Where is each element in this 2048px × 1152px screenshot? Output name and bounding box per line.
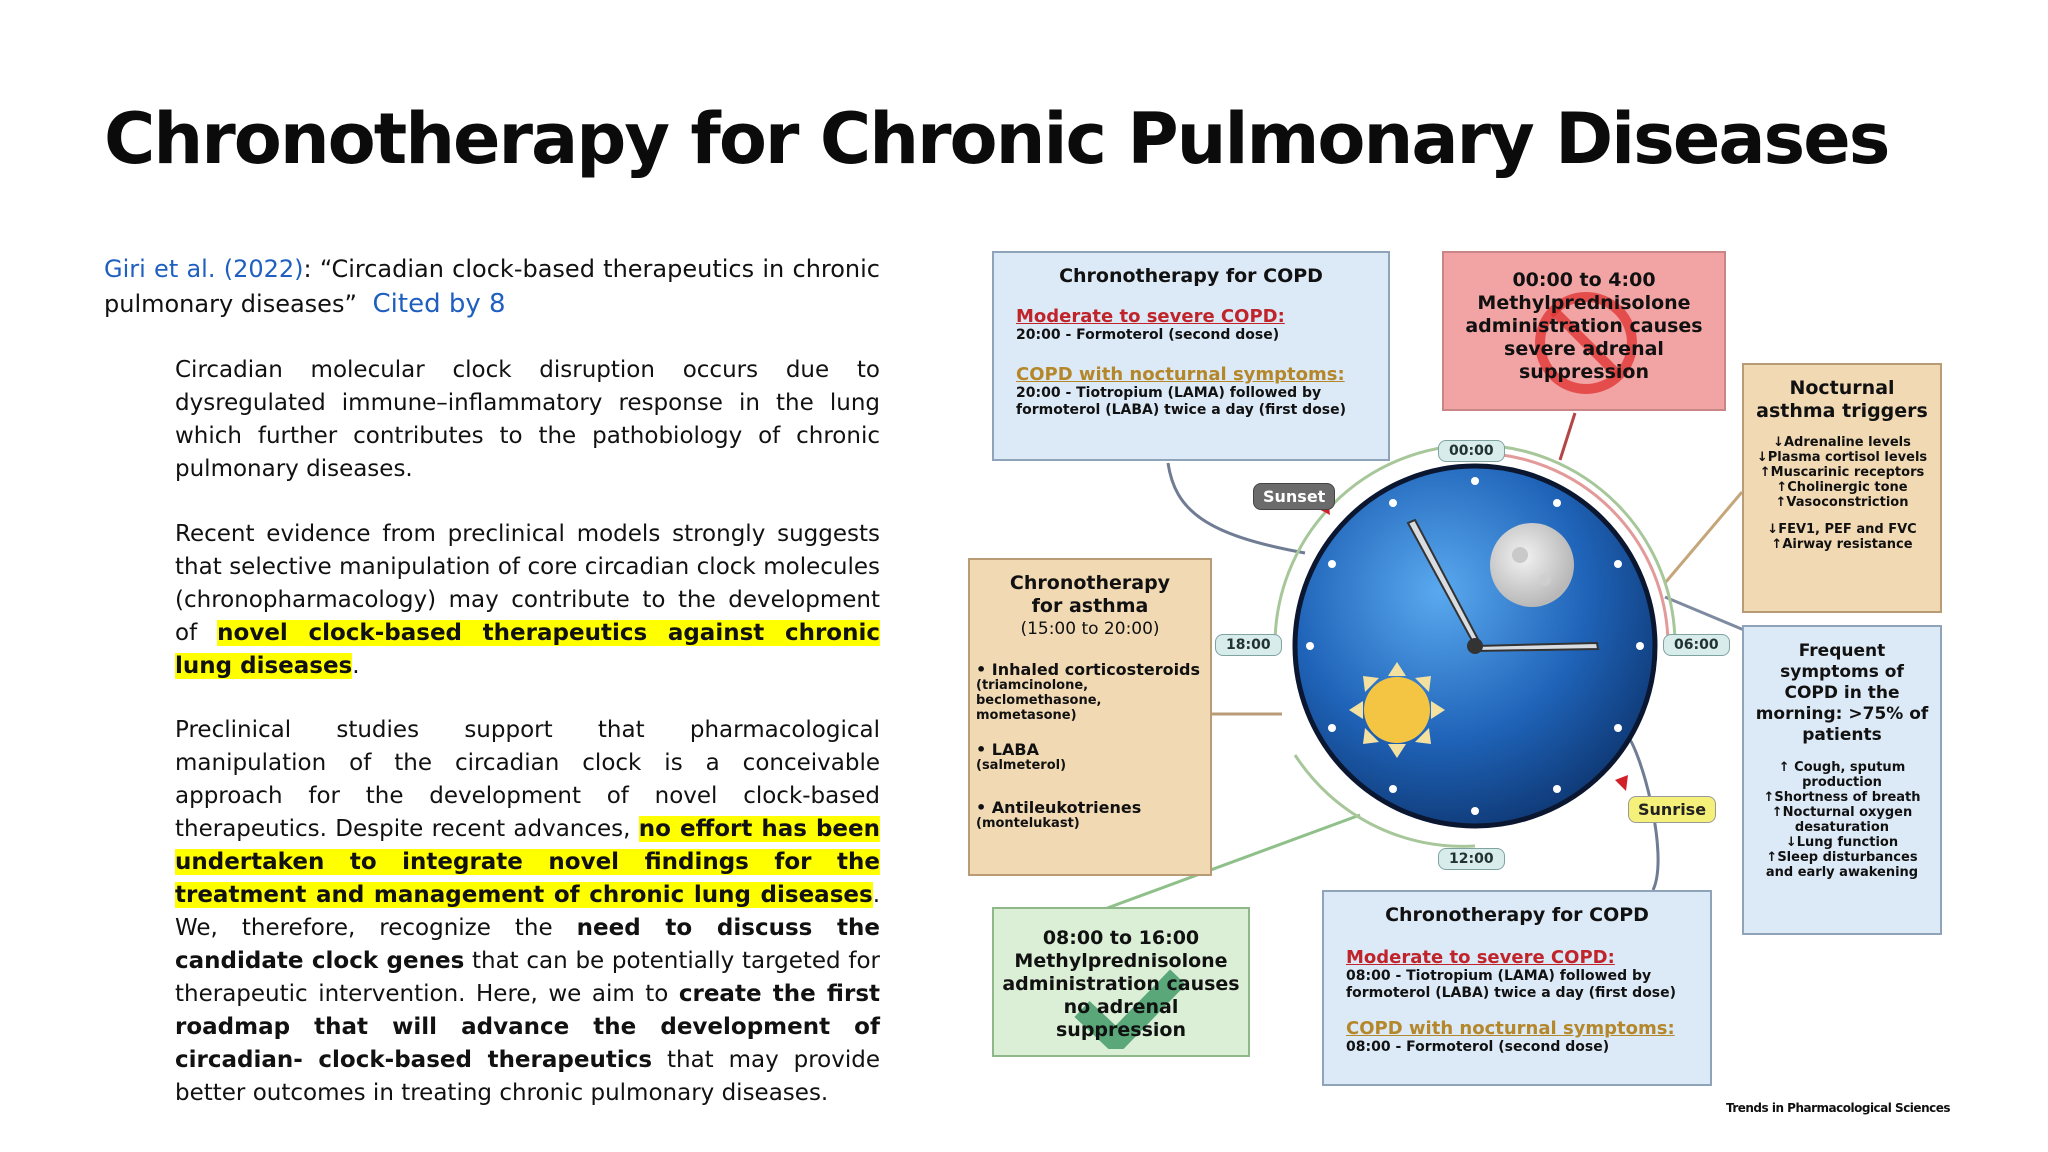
asthma-drug-3-detail: (montelukast) <box>976 816 1080 831</box>
slide-title: Chronotherapy for Chronic Pulmonary Dise… <box>104 98 1890 180</box>
chronotherapy-figure: 00:00 06:00 12:00 18:00 Sunset Sunrise C… <box>960 245 1951 1115</box>
copd-morning-line2: 08:00 - Formoterol (second dose) <box>1346 1039 1610 1055</box>
connector-triggers <box>1663 491 1744 584</box>
paragraph-3: Preclinical studies support that pharmac… <box>175 714 880 1110</box>
no-sign-icon <box>1535 292 1637 394</box>
connector-symptoms <box>1664 595 1745 632</box>
figure-credit: Trends in Pharmacological Sciences <box>1725 1101 1951 1115</box>
p2-text-c: . <box>352 653 360 679</box>
asthma-therapy-time: (15:00 to 20:00) <box>1020 619 1160 639</box>
asthma-drug-1: • Inhaled corticosteroids <box>976 660 1201 679</box>
trigger-item: ↑Muscarinic receptors <box>1759 465 1925 480</box>
copd-symptoms-box: Frequent symptoms of COPD in the morning… <box>1742 625 1942 935</box>
clock-center <box>1467 638 1483 654</box>
clock-label-1800: 18:00 <box>1215 634 1282 656</box>
symptom-item: ↑ Cough, sputum production <box>1778 760 1906 790</box>
p3-bold-2: create the first roadmap that will advan… <box>175 981 881 1073</box>
trigger-item: ↑Airway resistance <box>1771 537 1913 552</box>
connector-methyl-night <box>1558 412 1577 461</box>
asthma-triggers-title: Nocturnal asthma triggers <box>1756 377 1928 422</box>
copd-night-sub2: COPD with nocturnal symptoms: <box>1016 364 1345 385</box>
sunrise-marker <box>1615 775 1628 791</box>
copd-morning-sub1: Moderate to severe COPD: <box>1346 947 1615 968</box>
clock-ticks <box>1306 477 1644 815</box>
cited-by-link[interactable]: Cited by 8 <box>372 289 506 319</box>
copd-night-line2: 20:00 - Tiotropium (LAMA) followed by fo… <box>1016 385 1347 418</box>
symptom-item: ↑Shortness of breath <box>1763 790 1921 805</box>
checkmark-icon <box>1074 969 1184 1049</box>
trigger-item: ↑Vasoconstriction <box>1775 495 1909 510</box>
sunrise-label: Sunrise <box>1628 796 1717 823</box>
moon-icon <box>1490 523 1574 607</box>
copd-symptoms-list: ↑ Cough, sputum production ↑Shortness of… <box>1754 760 1930 880</box>
asthma-drug-1-detail: (triamcinolone, beclomethasone, mometaso… <box>976 678 1102 723</box>
asthma-triggers-list: ↓Adrenaline levels ↓Plasma cortisol leve… <box>1752 435 1932 552</box>
symptom-item: ↓Lung function <box>1785 835 1899 850</box>
sun-icon <box>1349 662 1445 758</box>
methyl-morning-text: 08:00 to 16:00 Methylprednisolone admini… <box>1002 927 1240 1041</box>
arc-night-red <box>1474 451 1670 647</box>
asthma-therapy-title: Chronotherapy for asthma <box>1009 572 1171 617</box>
symptom-item: ↑Nocturnal oxygen desaturation <box>1771 805 1913 835</box>
clock-label-0600: 06:00 <box>1663 634 1730 656</box>
asthma-therapy-box: Chronotherapy for asthma (15:00 to 20:00… <box>968 558 1212 876</box>
copd-night-box: Chronotherapy for COPD Moderate to sever… <box>992 251 1390 461</box>
clock-label-0000: 00:00 <box>1438 440 1505 462</box>
trigger-item: ↓Adrenaline levels <box>1773 435 1911 450</box>
copd-night-sub1: Moderate to severe COPD: <box>1016 306 1285 327</box>
methyl-night-text: 00:00 to 4:00 Methylprednisolone adminis… <box>1465 269 1703 383</box>
arc-day-left <box>1293 754 1476 848</box>
copd-morning-box: Chronotherapy for COPD Moderate to sever… <box>1322 890 1712 1086</box>
copd-night-line1: 20:00 - Formoterol (second dose) <box>1016 327 1280 343</box>
citation-ref-link[interactable]: Giri et al. (2022) <box>104 255 304 283</box>
asthma-drug-2-detail: (salmeterol) <box>976 758 1067 773</box>
p3-text-c: . We, therefore, recognize the <box>175 882 880 941</box>
asthma-triggers-box: Nocturnal asthma triggers ↓Adrenaline le… <box>1742 363 1942 613</box>
citation-text: : “Circadian clock-based therapeutics in… <box>104 255 881 318</box>
p3-text-e: that may provide better outcomes in trea… <box>175 1047 880 1106</box>
asthma-drug-3: • Antileukotrienes <box>976 798 1142 817</box>
trigger-item: ↓FEV1, PEF and FVC <box>1767 522 1917 537</box>
trigger-item: ↑Cholinergic tone <box>1776 480 1908 495</box>
methyl-night-box: 00:00 to 4:00 Methylprednisolone adminis… <box>1442 251 1726 411</box>
copd-morning-line1: 08:00 - Tiotropium (LAMA) followed by fo… <box>1346 968 1677 1001</box>
citation: Giri et al. (2022): “Circadian clock-bas… <box>104 252 880 322</box>
copd-night-title: Chronotherapy for COPD <box>1059 265 1323 287</box>
p3-bold-1: need to discuss the candidate clock gene… <box>175 915 881 974</box>
paragraph-2: Recent evidence from preclinical models … <box>175 518 880 683</box>
asthma-drug-2: • LABA <box>976 740 1039 759</box>
trigger-item: ↓Plasma cortisol levels <box>1756 450 1928 465</box>
copd-symptoms-title: Frequent symptoms of COPD in the morning… <box>1755 641 1929 745</box>
p3-text-a: Preclinical studies support that pharmac… <box>175 717 880 842</box>
arc-night-right <box>1474 443 1677 647</box>
symptom-item: ↑Sleep disturbances and early awakening <box>1765 850 1919 880</box>
p2-text-a: Recent evidence from preclinical models … <box>175 521 880 646</box>
paragraph-1: Circadian molecular clock disruption occ… <box>175 357 880 482</box>
connector-methyl-morning <box>1101 813 1361 912</box>
p3-text-d: that can be potentially targeted for the… <box>175 948 880 1007</box>
clock-label-1200: 12:00 <box>1438 848 1505 870</box>
sunset-label: Sunset <box>1253 483 1336 510</box>
p2-highlight: novel clock-based therapeutics against c… <box>175 620 880 679</box>
copd-morning-sub2: COPD with nocturnal symptoms: <box>1346 1018 1675 1039</box>
copd-morning-title: Chronotherapy for COPD <box>1385 904 1649 926</box>
connector-copd-night <box>1166 462 1306 555</box>
methyl-morning-box: 08:00 to 16:00 Methylprednisolone admini… <box>992 907 1250 1057</box>
